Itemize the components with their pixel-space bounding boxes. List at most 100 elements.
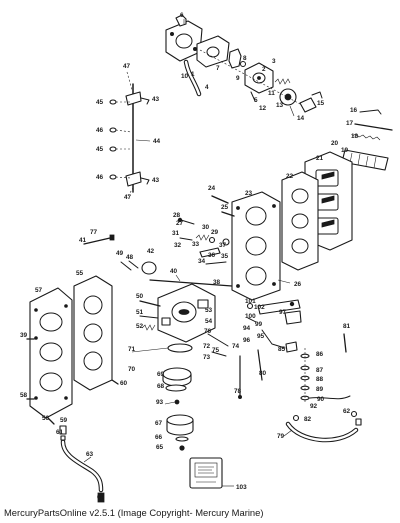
hose-clamp: [292, 414, 300, 422]
callout-68: 68: [157, 383, 165, 390]
cover-screw: [47, 417, 55, 425]
callout-78: 78: [234, 388, 242, 395]
reed-petal: [321, 171, 335, 180]
callout-102: 102: [254, 304, 265, 311]
gasket-port: [291, 238, 309, 254]
manifold-port: [245, 236, 267, 256]
fuel-hose-bore: [184, 60, 201, 96]
callout-101: 101: [245, 298, 256, 305]
bushing: [222, 238, 230, 246]
callout-90: 90: [317, 396, 325, 403]
callout-103: 103: [236, 484, 247, 491]
screw-head: [109, 234, 115, 241]
callout-67: 67: [155, 420, 163, 427]
callout-71: 71: [128, 346, 136, 353]
callout-54: 54: [205, 318, 213, 325]
cover-port: [252, 72, 266, 84]
screw: [128, 260, 139, 269]
fuel-pump-fitting: [175, 14, 187, 27]
leader-line: [115, 176, 132, 179]
spring: [274, 78, 291, 85]
callout-26: 26: [294, 281, 302, 288]
callout-32: 32: [174, 242, 182, 249]
callout-72: 72: [203, 343, 211, 350]
callout-17: 17: [346, 120, 354, 127]
cover-screw: [250, 91, 256, 102]
check-valve: [240, 61, 246, 67]
filter-disk-center: [284, 93, 292, 101]
callout-46: 46: [96, 127, 104, 134]
callout-9: 9: [236, 75, 240, 82]
link-rod: [261, 329, 286, 349]
callout-30: 30: [202, 224, 210, 231]
float-top: [166, 414, 194, 426]
spring: [141, 324, 156, 331]
callout-43: 43: [152, 96, 160, 103]
callout-10: 10: [181, 73, 189, 80]
callout-22: 22: [286, 173, 294, 180]
callout-79: 79: [277, 433, 285, 440]
manifold-bolt-hole: [236, 284, 240, 288]
manifold-bolt-hole: [236, 206, 240, 210]
float-bowl-assembly: [162, 367, 194, 451]
rod-end: [237, 394, 242, 399]
callout-40: 40: [170, 268, 178, 275]
linkage-clip-lower: [140, 177, 150, 185]
bushing: [208, 236, 216, 244]
manifold-screw: [221, 211, 235, 217]
callout-64: 64: [97, 494, 105, 501]
alignment-line: [127, 187, 134, 197]
screw: [343, 333, 347, 353]
leader-line: [135, 139, 151, 142]
strip-hatching: [349, 152, 377, 169]
callout-2: 2: [262, 66, 266, 73]
carburetor-boss: [197, 299, 209, 309]
cover-port-center: [257, 76, 261, 80]
callout-25: 25: [221, 204, 229, 211]
callout-61: 61: [56, 429, 64, 436]
callout-48: 48: [126, 254, 134, 261]
callout-62: 62: [343, 408, 351, 415]
cover-bolt-hole: [34, 396, 38, 400]
link-connector: [285, 341, 298, 353]
callout-58: 58: [20, 392, 28, 399]
lever-pivot: [289, 301, 295, 307]
cable: [309, 395, 351, 400]
callout-59: 59: [60, 417, 68, 424]
choke-parts: [341, 109, 393, 171]
linkage-clip-upper: [140, 97, 150, 105]
callout-93: 93: [156, 399, 164, 406]
reed-opening: [315, 169, 339, 187]
callout-6: 6: [180, 12, 184, 19]
reed-petal: [321, 219, 335, 228]
callout-69: 69: [157, 371, 165, 378]
leader-line: [164, 401, 176, 405]
leader-line: [131, 347, 169, 353]
callout-27: 27: [176, 220, 184, 227]
callout-63: 63: [86, 451, 94, 458]
callout-88: 88: [316, 376, 324, 383]
cover-port: [39, 342, 63, 362]
fuel-line-assembly: [59, 425, 105, 503]
cover-bolt-hole: [34, 336, 38, 340]
manifold-port: [245, 266, 267, 286]
linkage-hardware: [83, 217, 233, 287]
gasket-screw: [111, 379, 119, 385]
link-arm: [199, 247, 221, 258]
callout-89: 89: [316, 386, 324, 393]
fuel-pump-screw-hole: [192, 47, 197, 52]
callout-36: 36: [208, 252, 216, 259]
washer: [109, 146, 117, 152]
hose-fitting: [355, 418, 362, 426]
screw-head: [177, 217, 183, 223]
manifold-outline: [231, 191, 281, 301]
grease-packet: [189, 457, 234, 489]
fuel-pump-assembly: [165, 14, 323, 117]
callout-34: 34: [198, 258, 206, 265]
transfer-port-gasket: [73, 275, 119, 391]
cover-port: [39, 372, 63, 392]
reed-petal: [321, 195, 335, 204]
callout-29: 29: [211, 229, 219, 236]
fuel-line-bore: [61, 440, 103, 492]
